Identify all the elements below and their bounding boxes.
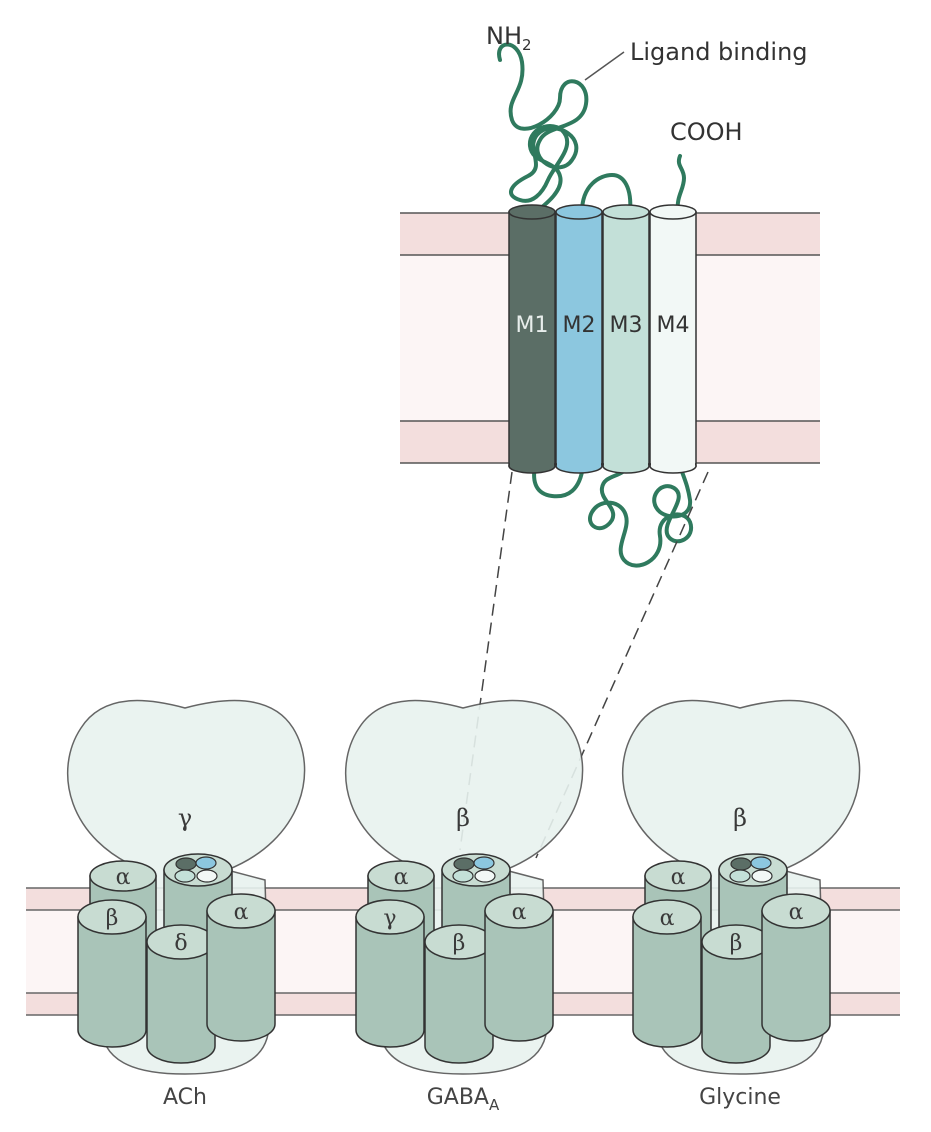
subunit-label: α	[789, 900, 804, 925]
subunit-label: γ	[383, 906, 396, 931]
subunit: δ	[146, 924, 216, 1064]
subunit: α	[484, 893, 554, 1042]
subunit: γ	[355, 899, 425, 1048]
subunit-label: α	[660, 906, 675, 931]
subunit-label: β	[730, 931, 743, 956]
m1-m2-loop	[532, 464, 585, 499]
helix-dot	[196, 869, 218, 883]
helix-label: M4	[657, 313, 690, 338]
subunit: β	[77, 899, 147, 1048]
helix-dot	[174, 869, 196, 883]
helix-dot	[729, 869, 751, 883]
back-subunit-label: β	[456, 804, 470, 832]
m2-m3-loop	[580, 172, 633, 214]
n-terminus-label: NH2	[486, 22, 532, 54]
subunit-label: α	[394, 865, 409, 890]
c-terminus-label: COOH	[670, 118, 743, 146]
m3-m4-loop	[588, 464, 694, 568]
helix-m3: M3	[602, 204, 650, 474]
subunit-label: β	[453, 931, 466, 956]
helix-dot	[750, 856, 772, 870]
helix-dot	[474, 869, 496, 883]
subunit: α	[206, 893, 276, 1042]
receptor-caption: GABAA	[427, 1085, 500, 1114]
helix-label: M1	[516, 313, 549, 338]
ligand-binding-leader	[584, 51, 625, 81]
subunit-label: α	[671, 865, 686, 890]
helix-dot	[195, 856, 217, 870]
polypeptide-chain	[497, 42, 694, 568]
ligand-binding-label: Ligand binding	[630, 38, 808, 66]
back-subunit-label: γ	[178, 804, 192, 832]
transmembrane-helices: M1 M2 M3 M4	[508, 204, 697, 474]
subunit-label: β	[106, 906, 119, 931]
helix-dot	[730, 857, 752, 871]
c-terminal-tail	[675, 154, 687, 214]
subunit-label: α	[512, 900, 527, 925]
subunit-label: δ	[174, 931, 187, 956]
subunit-label: α	[234, 900, 249, 925]
helix-label: M3	[610, 313, 643, 338]
subunit-label: α	[116, 865, 131, 890]
back-subunit-label: β	[733, 804, 747, 832]
helix-m4: M4	[649, 204, 697, 474]
helix-m1: M1	[508, 204, 556, 474]
subunit: β	[701, 924, 771, 1064]
helix-dot	[452, 869, 474, 883]
helix-label: M2	[563, 313, 596, 338]
receptor-caption: Glycine	[699, 1085, 781, 1110]
helix-m2: M2	[555, 204, 603, 474]
subunit: α	[761, 893, 831, 1042]
subunit: β	[424, 924, 494, 1064]
helix-dot	[751, 869, 773, 883]
helix-dot	[453, 857, 475, 871]
receptor-caption: ACh	[163, 1085, 207, 1110]
n-terminal-domain	[497, 42, 589, 214]
helix-dot	[473, 856, 495, 870]
subunit: α	[632, 899, 702, 1048]
helix-dot	[175, 857, 197, 871]
